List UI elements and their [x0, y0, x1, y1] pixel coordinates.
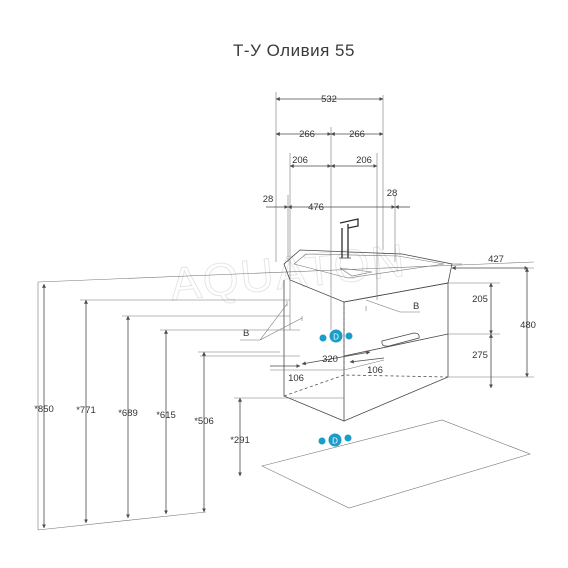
top-dimensions: [266, 92, 410, 330]
dim-615: *615: [156, 410, 176, 421]
dim-480: 480: [520, 320, 536, 331]
b-label-right: B: [413, 301, 419, 312]
dim-28-right: 28: [387, 188, 398, 199]
drawer-handle: [381, 332, 420, 347]
faucet: [339, 218, 359, 259]
dim-476: 476: [308, 202, 324, 213]
drawing-title: Т-У Оливия 55: [233, 41, 355, 60]
svg-text:D: D: [332, 437, 338, 446]
dim-106-left: 106: [288, 373, 304, 384]
wall-line-bottom: [37, 511, 207, 531]
dim-291: *291: [230, 435, 250, 446]
b-leader-right: [365, 299, 420, 313]
dim-506: *506: [194, 416, 214, 427]
floor-outline: [261, 419, 531, 509]
dim-771: *771: [76, 405, 96, 416]
dim-689: *689: [118, 408, 138, 419]
dim-850: *850: [34, 404, 54, 415]
left-vertical-dimensions: [37, 282, 344, 530]
dim-206-right: 206: [356, 155, 372, 166]
drain-icon: D: [318, 433, 352, 447]
dim-427: 427: [488, 254, 504, 265]
right-vertical-dimensions: [448, 267, 534, 389]
washbasin: [283, 249, 453, 303]
pipe-spacing-dimension: [200, 350, 385, 371]
dim-266-left: 266: [299, 129, 315, 140]
dim-28-left: 28: [263, 194, 274, 205]
cabinet: [283, 280, 449, 422]
b-label-left: B: [243, 328, 249, 339]
dim-266-right: 266: [349, 129, 365, 140]
water-inlet-icon: D: [319, 329, 353, 343]
dim-205: 205: [472, 294, 488, 305]
dim-532: 532: [321, 94, 337, 105]
dim-275: 275: [472, 350, 488, 361]
dim-106-right: 106: [367, 365, 383, 376]
dim-320: 320: [322, 354, 338, 365]
svg-text:D: D: [333, 333, 339, 342]
dim-206-left: 206: [292, 155, 308, 166]
